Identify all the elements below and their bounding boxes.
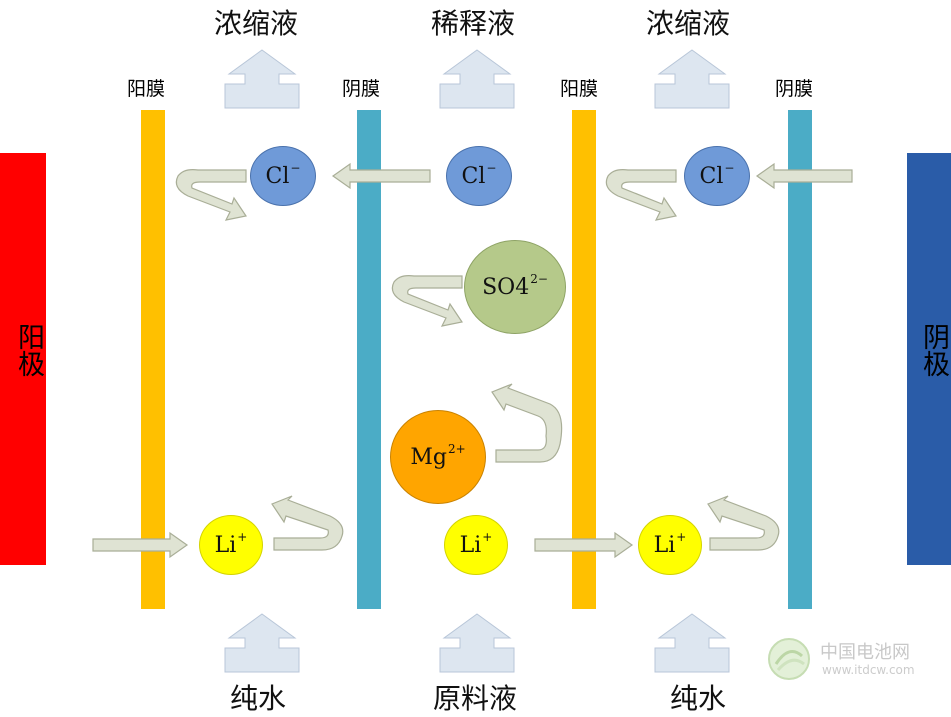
anode-electrode: 阳极 — [0, 153, 46, 565]
cathode-electrode: 阴极 — [907, 153, 951, 565]
mg-rebound-arrow — [491, 383, 563, 463]
cl-ion-1: Cl− — [250, 146, 316, 206]
bottom-stream-label-2: 原料液 — [433, 682, 518, 715]
li-ion-1: Li+ — [199, 515, 263, 575]
ion-charge: + — [482, 530, 493, 544]
li-rebound-arrow-2 — [707, 495, 780, 551]
anion-membrane-1 — [357, 110, 381, 609]
anion-membrane-label-1: 阴膜 — [342, 78, 381, 100]
ion-charge: − — [290, 161, 301, 175]
ion-charge: − — [486, 161, 497, 175]
top-stream-label-1: 浓缩液 — [214, 7, 299, 40]
ion-symbol: Li — [653, 532, 676, 558]
watermark-logo-icon — [768, 638, 810, 680]
top-stream-label-2: 稀释液 — [431, 7, 516, 40]
li-arrow-right-1 — [92, 531, 189, 559]
anode-label: 阳极 — [13, 323, 44, 377]
ion-charge: 2+ — [447, 442, 466, 456]
ion-charge: + — [676, 530, 687, 544]
watermark-brand: 中国电池网 — [820, 642, 910, 663]
bottom-stream-arrow-1 — [224, 613, 300, 673]
cl-rebound-arrow-2 — [605, 169, 677, 221]
ion-symbol: Cl — [699, 163, 724, 189]
bottom-stream-arrow-2 — [439, 613, 515, 673]
top-stream-arrow-3 — [654, 49, 730, 109]
li-ion-2: Li+ — [444, 515, 508, 575]
ion-charge: 2− — [530, 272, 548, 286]
ion-symbol: Li — [214, 532, 237, 558]
ion-symbol: Mg — [410, 444, 447, 470]
bottom-stream-arrow-3 — [654, 613, 730, 673]
ion-symbol: SO4 — [482, 274, 530, 300]
cl-ion-3: Cl− — [684, 146, 750, 206]
bottom-stream-label-1: 纯水 — [230, 682, 287, 715]
ion-charge: − — [724, 161, 735, 175]
ion-charge: + — [237, 530, 248, 544]
top-stream-arrow-2 — [439, 49, 515, 109]
cation-membrane-label-1: 阳膜 — [127, 78, 166, 100]
ion-symbol: Cl — [461, 163, 486, 189]
cation-membrane-label-2: 阳膜 — [560, 78, 599, 100]
anion-membrane-2 — [788, 110, 812, 609]
so4-rebound-arrow — [391, 275, 463, 327]
cation-membrane-1 — [141, 110, 165, 609]
ion-symbol: Li — [459, 532, 482, 558]
watermark-url: www.itdcw.com — [822, 663, 915, 677]
cl-rebound-arrow-1 — [175, 169, 247, 221]
cl-arrow-left-1 — [331, 162, 431, 190]
bottom-stream-label-3: 纯水 — [670, 682, 727, 715]
cl-arrow-left-2 — [755, 162, 853, 190]
cl-ion-2: Cl− — [446, 146, 512, 206]
li-ion-3: Li+ — [638, 515, 702, 575]
top-stream-arrow-1 — [224, 49, 300, 109]
top-stream-label-3: 浓缩液 — [646, 7, 731, 40]
li-arrow-right-2 — [534, 531, 634, 559]
cation-membrane-2 — [572, 110, 596, 609]
anion-membrane-label-2: 阴膜 — [775, 78, 814, 100]
watermark: 中国电池网 www.itdcw.com — [766, 636, 936, 686]
li-rebound-arrow-1 — [271, 495, 344, 551]
cathode-label: 阴极 — [918, 323, 949, 377]
ion-symbol: Cl — [265, 163, 290, 189]
